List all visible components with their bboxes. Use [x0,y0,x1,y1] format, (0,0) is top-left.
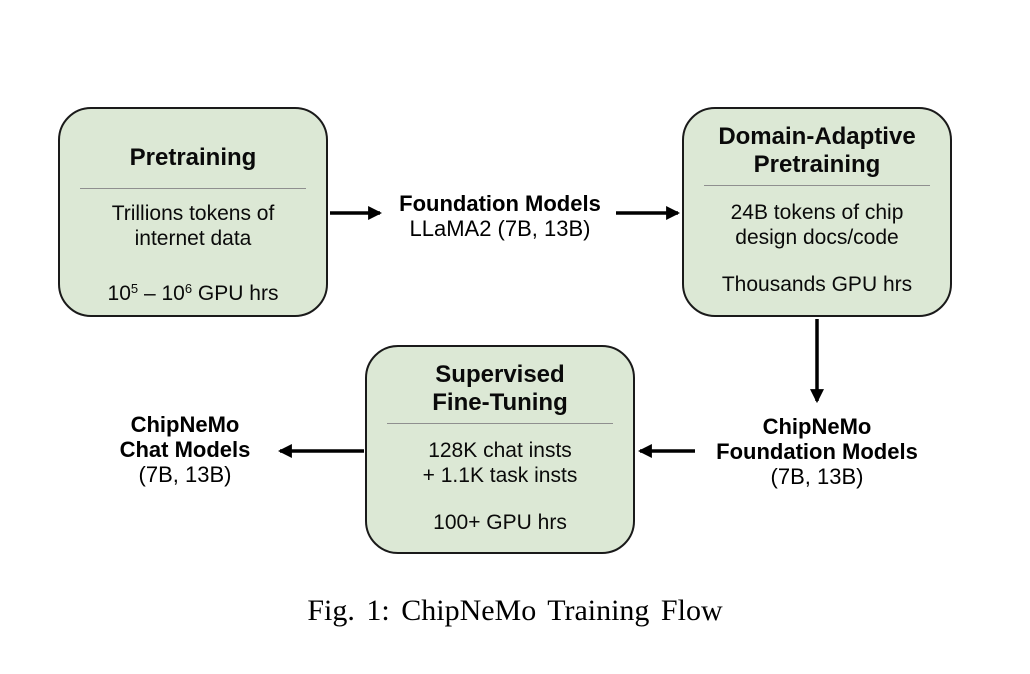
box-pretraining-title: Pretraining [129,144,257,171]
box-pretraining-gpu-hours: 105 – 106 GPU hrs [60,281,326,306]
box-domain-adaptive-divider [704,185,930,186]
box-domain-adaptive-body: 24B tokens of chip design docs/code [684,200,950,250]
gpu-superscript: 5 [130,281,139,296]
box-sft-divider [387,423,613,424]
box-pretraining-body-line2: internet data [134,227,252,250]
box-sft-title-line1: Supervised [435,361,565,388]
box-sft-gpu-hours: 100+ GPU hrs [433,511,567,534]
box-domain-adaptive-title-line1: Domain-Adaptive [718,123,916,150]
box-domain-adaptive-body-line1: 24B tokens of chip [730,201,904,224]
label-chipnemo-chat-line1: ChipNeMo [130,412,240,437]
label-chipnemo-foundation-line2: Foundation Models [716,439,918,464]
box-sft-body: 128K chat insts + 1.1K task insts [367,438,633,488]
box-sft-title: Supervised Fine-Tuning [367,361,633,417]
box-domain-adaptive-pretraining: Domain-Adaptive Pretraining 24B tokens o… [682,107,952,317]
box-pretraining-divider [80,188,306,189]
label-foundation-models-line2: LLaMA2 (7B, 13B) [409,216,591,241]
box-sft-body-line1: 128K chat insts [428,439,572,462]
label-chipnemo-foundation-line1: ChipNeMo [762,414,872,439]
box-domain-adaptive-body-line2: design docs/code [735,226,899,249]
box-pretraining-body: Trillions tokens of internet data [60,201,326,251]
label-chipnemo-chat-line2: Chat Models [119,437,251,462]
gpu-tail: GPU hrs [192,282,279,305]
box-domain-adaptive-title-line2: Pretraining [753,151,881,178]
box-domain-adaptive-gpu-hours: Thousands GPU hrs [721,273,913,296]
label-chipnemo-chat-models: ChipNeMo Chat Models (7B, 13B) [65,412,305,487]
box-sft-body-line2: + 1.1K task insts [422,464,578,487]
label-foundation-models: Foundation Models LLaMA2 (7B, 13B) [385,191,615,241]
gpu-mid: – 10 [138,282,185,305]
figure-caption: Fig. 1: ChipNeMo Training Flow [307,594,723,627]
label-foundation-models-line1: Foundation Models [399,191,601,216]
box-domain-adaptive-title: Domain-Adaptive Pretraining [684,123,950,179]
gpu-base: 10 [107,282,131,305]
label-chipnemo-chat-line3: (7B, 13B) [138,462,232,487]
box-pretraining-body-line1: Trillions tokens of [111,202,275,225]
box-pretraining: Pretraining Trillions tokens of internet… [58,107,328,317]
box-sft-title-line2: Fine-Tuning [432,389,568,416]
box-supervised-fine-tuning: Supervised Fine-Tuning 128K chat insts +… [365,345,635,554]
label-chipnemo-foundation-models: ChipNeMo Foundation Models (7B, 13B) [697,414,937,489]
gpu-superscript: 6 [184,281,193,296]
label-chipnemo-foundation-line3: (7B, 13B) [770,464,864,489]
